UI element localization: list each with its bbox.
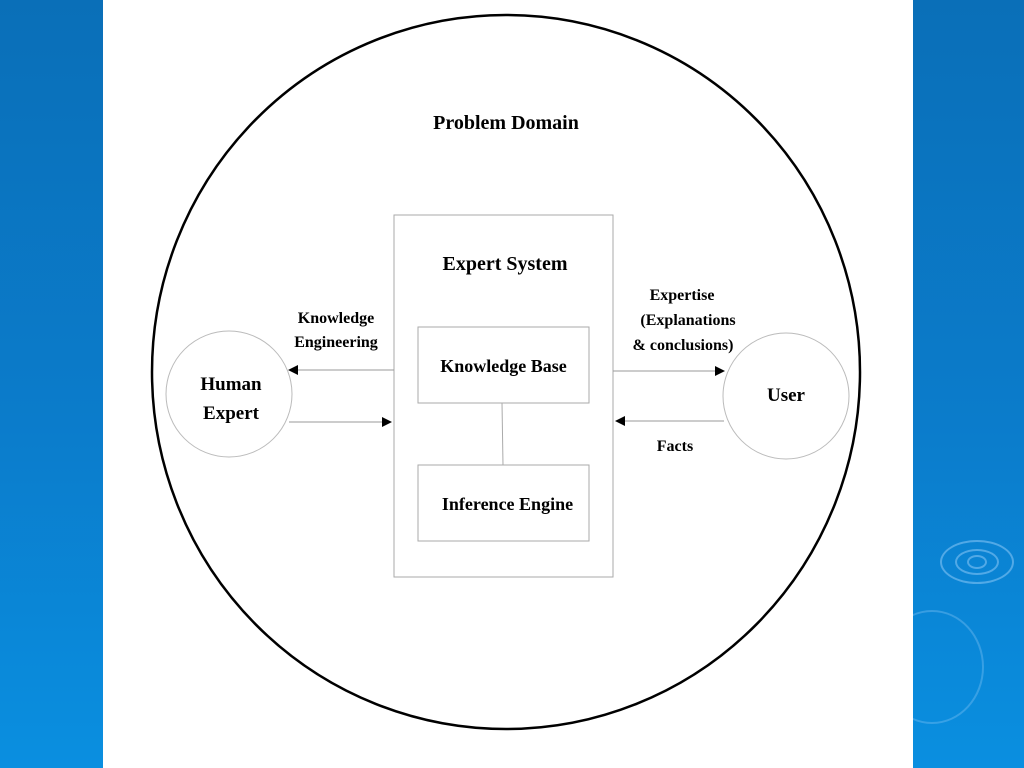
expertise-line3: & conclusions) bbox=[632, 337, 734, 354]
human-expert-line1: Human bbox=[200, 374, 262, 395]
knowledge-engineering-label: Knowledge Engineering bbox=[276, 307, 396, 355]
expertise-line2: (Explanations bbox=[640, 312, 736, 329]
inference-engine-box bbox=[417, 464, 590, 542]
human-expert-label: Human Expert bbox=[181, 370, 281, 428]
user-circle bbox=[722, 332, 850, 460]
expertise-label: Expertise (Explanations & conclusions) bbox=[615, 283, 755, 358]
knowledge-base-box bbox=[417, 326, 590, 404]
user-label: User bbox=[767, 385, 805, 406]
expert-system-label: Expert System bbox=[442, 253, 568, 275]
expert-system-box bbox=[393, 214, 614, 578]
knowledge-engineering-line1: Knowledge bbox=[297, 310, 375, 327]
inference-engine-label: Inference Engine bbox=[441, 494, 574, 514]
problem-domain-label: Problem Domain bbox=[433, 112, 579, 134]
kb-ie-connector bbox=[501, 402, 504, 466]
human-expert-line2: Expert bbox=[203, 403, 259, 424]
knowledge-engineering-line2: Engineering bbox=[294, 334, 378, 351]
facts-label: Facts bbox=[656, 438, 694, 455]
problem-domain-circle bbox=[150, 13, 862, 731]
knowledge-base-label: Knowledge Base bbox=[440, 356, 567, 376]
expertise-line1: Expertise bbox=[649, 287, 715, 304]
human-expert-circle bbox=[165, 330, 293, 458]
